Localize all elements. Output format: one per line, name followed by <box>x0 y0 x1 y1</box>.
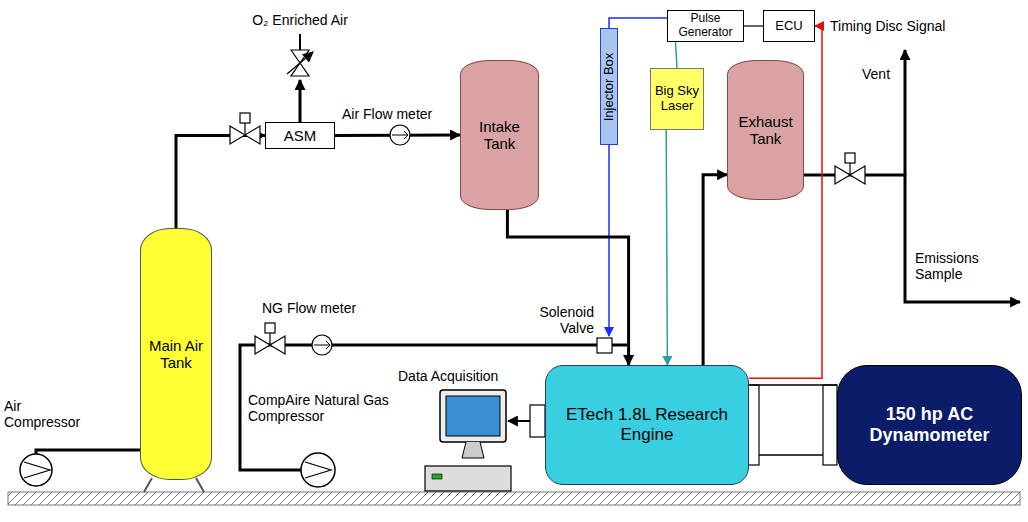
computer-case <box>425 466 511 491</box>
node-text: Big Sky Laser <box>651 84 703 114</box>
daq-signal <box>508 420 530 422</box>
ng-pipe <box>240 345 597 470</box>
monitor <box>440 390 506 442</box>
connector <box>609 18 667 28</box>
node-text: Pulse Generator <box>668 12 743 40</box>
coupling <box>530 405 545 437</box>
process-box: ASM <box>265 122 335 149</box>
vent-pipe <box>800 50 905 175</box>
engine-box: ETech 1.8L Research Engine <box>545 365 749 485</box>
process-box: ECU <box>763 10 815 42</box>
node-text: Injector Box <box>602 52 617 121</box>
node-text: ASM <box>282 127 319 144</box>
node-text: Main Air Tank <box>141 337 211 372</box>
node-text: Intake Tank <box>461 118 538 153</box>
plant-label: O₂ Enriched Air <box>230 12 370 28</box>
compressor-mark <box>305 462 331 478</box>
connector <box>749 384 837 386</box>
plant-label: Air Flow meter <box>342 106 452 122</box>
exhaust-tank: Exhaust Tank <box>727 60 804 200</box>
connector <box>703 175 727 365</box>
plant-label: Emissions Sample <box>915 250 1015 282</box>
power-led <box>432 474 442 479</box>
process-box: Pulse Generator <box>667 10 744 42</box>
intake-tank: Intake Tank <box>460 60 539 210</box>
ng-pipe <box>612 344 627 347</box>
air-compressor-symbol <box>20 454 52 486</box>
air-valve <box>230 113 260 144</box>
node-text: ECU <box>773 19 804 34</box>
exhaust-valve <box>835 153 865 184</box>
dynamometer-box: 150 hp AC Dynamometer <box>837 365 1022 485</box>
node-text: Exhaust Tank <box>728 113 803 148</box>
compressor-mark <box>24 462 50 478</box>
meter-mark <box>314 341 330 349</box>
node-text: ETech 1.8L Research Engine <box>546 405 748 444</box>
plant-label: CompAire Natural Gas Compressor <box>248 392 398 424</box>
plant-label: Air Compressor <box>4 398 84 430</box>
injector-box: Injector Box <box>600 28 618 145</box>
connector <box>666 130 667 365</box>
node-text: 150 hp AC Dynamometer <box>838 404 1021 445</box>
air-pipe <box>36 450 140 454</box>
ng-valve <box>255 323 285 354</box>
tank-legs <box>144 478 204 492</box>
connector <box>176 136 265 229</box>
emissions-pipe <box>905 175 1020 302</box>
plant-label: Data Acquisition <box>398 368 518 384</box>
ng-compressor-symbol <box>301 453 335 487</box>
floor <box>8 492 1020 505</box>
coupling <box>823 385 837 465</box>
o2-variable-valve <box>287 50 313 76</box>
o2-pipe <box>299 34 301 50</box>
connector <box>676 42 678 68</box>
air-tank: Main Air Tank <box>140 228 212 480</box>
o2-pipe <box>299 80 302 122</box>
meter-mark <box>392 131 408 139</box>
ng-flow-meter <box>312 335 332 355</box>
laser-box: Big Sky Laser <box>650 68 704 130</box>
monitor-screen <box>446 396 500 436</box>
plant-label: Solenoid Valve <box>528 304 594 336</box>
air-flow-meter <box>390 125 410 145</box>
shaft <box>759 454 823 456</box>
connector <box>744 25 763 26</box>
solenoid-valve <box>597 338 612 353</box>
plant-label: NG Flow meter <box>262 300 372 316</box>
plant-label: Vent <box>862 66 902 82</box>
monitor-stand <box>462 442 484 458</box>
connector <box>507 210 628 365</box>
injector-signal <box>608 145 610 336</box>
plant-label: Timing Disc Signal <box>830 18 980 34</box>
